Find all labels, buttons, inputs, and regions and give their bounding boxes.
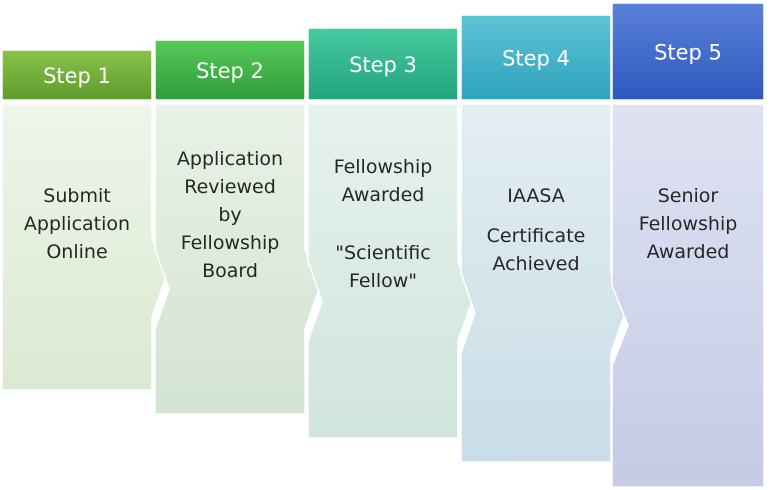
step-4-body [460,103,626,463]
step-5-label: Step 5 [654,41,722,65]
step-3-text-line: Fellow" [349,270,417,292]
step-5-header [611,2,765,101]
step-4-text-line: Certificate [487,225,586,247]
step-2-text-line: by [218,204,241,226]
step-1-header [1,49,153,101]
step-1-text-line: Application [24,213,130,235]
step-2-body [154,103,320,415]
step-4-label: Step 4 [502,47,570,71]
step-1-text-line: Online [46,241,107,263]
step-2-text-line: Reviewed [184,176,276,198]
step-3-header [307,27,459,101]
step-2-header [154,39,306,101]
step-5-body [611,103,765,488]
step-5-text-line: Senior [658,185,719,207]
step-1-label: Step 1 [43,64,111,88]
step-5-text-line: Fellowship [639,213,738,235]
step-2-label: Step 2 [196,59,264,83]
step-3-text-line: Awarded [342,184,425,206]
step-1-body [1,103,167,391]
step-5-text-line: Awarded [647,241,730,263]
step-4-header [460,14,612,101]
step-1-text-line: Submit [43,185,110,207]
step-3-label: Step 3 [349,53,417,77]
step-4-text-line: Achieved [492,253,579,275]
step-4-text-line: IAASA [507,185,565,207]
step-2-text-line: Fellowship [181,232,280,254]
step-3-text-line: "Scientific [335,242,430,264]
step-3-body [307,103,473,439]
step-3-text-line: Fellowship [334,156,433,178]
step-2-text-line: Board [202,260,258,282]
step-2-text-line: Application [177,148,283,170]
